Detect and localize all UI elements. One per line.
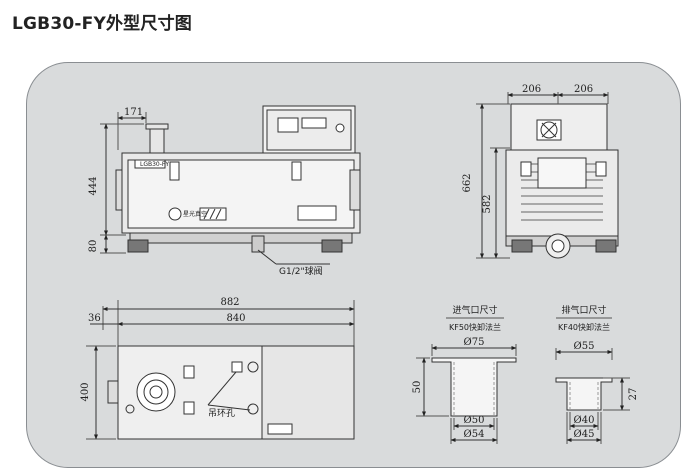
inlet-inner-diameter: Ø50 — [464, 415, 485, 426]
dim-top-offset: 36 — [88, 313, 101, 324]
outlet-flange-spec: KF40快卸法兰 — [558, 322, 610, 332]
outlet-flange-drawing — [555, 317, 630, 444]
inlet-height: 50 — [412, 381, 423, 394]
dim-side-left: 206 — [522, 84, 541, 95]
valve-label: G1/2"球阀 — [279, 265, 323, 277]
dim-top-body: 840 — [226, 313, 245, 324]
inlet-flange-spec: KF50快卸法兰 — [449, 322, 501, 332]
outlet-outer-diameter: Ø45 — [574, 429, 595, 440]
inlet-outer-diameter: Ø54 — [464, 429, 485, 440]
dim-front-height: 444 — [88, 176, 99, 195]
dim-front-base: 80 — [88, 240, 99, 253]
dim-side-height: 582 — [482, 194, 493, 213]
side-view — [476, 92, 619, 259]
inlet-top-diameter: Ø75 — [464, 337, 485, 348]
outlet-top-diameter: Ø55 — [574, 341, 595, 352]
inlet-flange-title: 进气口尺寸 — [452, 304, 497, 316]
dim-front-width: 171 — [124, 107, 143, 118]
outlet-height: 27 — [628, 388, 639, 401]
lifting-hole-label: 吊环孔 — [208, 408, 235, 419]
model-tag: LGB30-FY — [140, 161, 169, 168]
outlet-inner-diameter: Ø40 — [574, 415, 595, 426]
top-view — [86, 300, 355, 440]
inlet-flange-drawing — [416, 317, 517, 444]
dim-side-total-height: 662 — [462, 173, 473, 192]
dim-top-total: 882 — [220, 297, 239, 308]
brand-logo-text: 星光真空 — [183, 210, 207, 218]
dim-side-right: 206 — [574, 84, 593, 95]
front-view — [100, 105, 361, 265]
dim-top-height: 400 — [80, 382, 91, 401]
outlet-flange-title: 排气口尺寸 — [561, 304, 606, 316]
page-title: LGB30-FY外型尺寸图 — [12, 14, 192, 34]
